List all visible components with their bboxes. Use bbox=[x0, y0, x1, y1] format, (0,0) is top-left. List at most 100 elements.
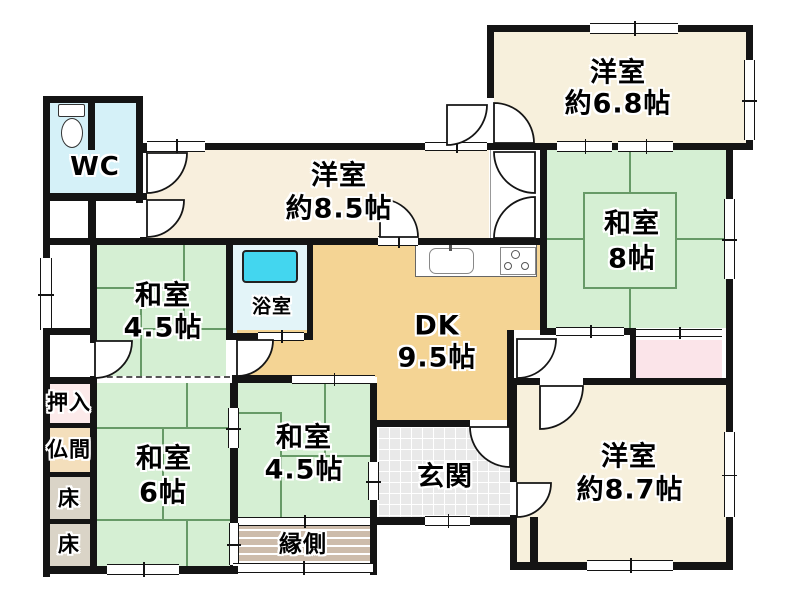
wall bbox=[510, 562, 587, 570]
label-engawa: 縁側 bbox=[279, 531, 327, 558]
door-arc bbox=[493, 102, 535, 144]
dashed-partition bbox=[97, 376, 230, 383]
wall bbox=[373, 517, 425, 525]
label-genkan: 玄関 bbox=[417, 461, 473, 493]
label-toko-lower: 床 bbox=[58, 532, 80, 557]
window bbox=[618, 139, 673, 154]
door-arc bbox=[516, 482, 552, 518]
wall bbox=[140, 143, 147, 153]
tatami-line bbox=[97, 519, 230, 521]
wall bbox=[746, 140, 753, 150]
tatami-line bbox=[162, 428, 164, 520]
label-yoshitsu-87-size: 約8.7帖 bbox=[576, 474, 684, 506]
wall bbox=[88, 201, 96, 241]
wall bbox=[726, 279, 733, 432]
cell-toko-upper bbox=[50, 477, 90, 519]
tatami-line bbox=[629, 150, 631, 194]
wall bbox=[50, 377, 97, 384]
tatami-line bbox=[186, 383, 188, 428]
wall bbox=[43, 566, 107, 574]
wall bbox=[140, 193, 147, 200]
door-arc bbox=[493, 151, 536, 194]
tatami-line bbox=[280, 412, 282, 517]
sliding-door bbox=[258, 330, 304, 343]
sliding-door bbox=[366, 462, 381, 500]
wall bbox=[90, 243, 97, 335]
tatami-line bbox=[140, 287, 142, 376]
tatami-line bbox=[677, 238, 726, 240]
stove-burner-icon bbox=[504, 262, 512, 270]
label-washitsu-6-size: 6帖 bbox=[139, 477, 187, 509]
wall bbox=[487, 143, 545, 150]
wall bbox=[545, 143, 557, 150]
label-washitsu-45l-size: 4.5帖 bbox=[264, 454, 344, 486]
door-arc bbox=[146, 152, 188, 194]
label-washitsu-45u-size: 4.5帖 bbox=[123, 312, 203, 344]
door-arc bbox=[516, 338, 557, 379]
wall bbox=[510, 378, 540, 385]
door-arc bbox=[94, 340, 133, 379]
label-washitsu-45u-name: 和室 bbox=[135, 280, 191, 312]
wall bbox=[530, 517, 538, 570]
wall bbox=[470, 517, 514, 525]
wall bbox=[50, 238, 378, 245]
door-arc bbox=[539, 385, 584, 430]
wall bbox=[540, 328, 556, 335]
wall bbox=[673, 143, 753, 150]
window bbox=[147, 139, 205, 154]
sliding-door bbox=[556, 325, 624, 338]
wall bbox=[510, 515, 517, 570]
label-yoshitsu-85-size: 約8.5帖 bbox=[285, 193, 393, 225]
cell-oshiire bbox=[50, 384, 90, 423]
window bbox=[233, 561, 373, 575]
door-arc bbox=[146, 199, 185, 238]
wall bbox=[726, 143, 733, 199]
wall bbox=[50, 519, 90, 524]
door-arc bbox=[379, 198, 419, 238]
label-wc: WC bbox=[70, 152, 120, 182]
tatami-line bbox=[547, 238, 583, 240]
wall bbox=[583, 378, 726, 385]
wall bbox=[746, 25, 753, 60]
wall bbox=[377, 420, 470, 427]
wall bbox=[90, 383, 97, 567]
door-arc bbox=[469, 426, 511, 468]
tatami-line bbox=[675, 192, 677, 287]
tatami-line bbox=[324, 383, 326, 457]
label-washitsu-6-name: 和室 bbox=[136, 443, 192, 475]
room-yoshitsu-85 bbox=[147, 150, 489, 238]
wall bbox=[140, 237, 147, 245]
tatami-line bbox=[186, 521, 188, 566]
window bbox=[722, 199, 737, 279]
label-yoshitsu-87-name: 洋室 bbox=[601, 441, 657, 473]
window bbox=[742, 60, 757, 140]
wall bbox=[726, 517, 733, 568]
tatami-line bbox=[238, 412, 282, 414]
door-arc bbox=[493, 196, 536, 239]
label-washitsu-8-size: 8帖 bbox=[608, 243, 656, 275]
window bbox=[590, 21, 678, 36]
stove-burner-icon bbox=[511, 250, 520, 259]
wall bbox=[230, 448, 238, 568]
wall bbox=[43, 328, 95, 335]
door-arc bbox=[446, 104, 488, 146]
kitchen-stove bbox=[500, 247, 536, 275]
wall bbox=[232, 375, 292, 383]
window bbox=[557, 139, 612, 154]
window bbox=[38, 258, 54, 330]
wall bbox=[205, 143, 425, 150]
window bbox=[722, 432, 737, 517]
toilet-tank-icon bbox=[58, 104, 85, 117]
cell-butsuma bbox=[50, 428, 90, 472]
wall bbox=[226, 238, 233, 340]
sliding-door bbox=[238, 515, 370, 528]
door-arc bbox=[236, 339, 274, 377]
wall bbox=[43, 201, 50, 258]
wall bbox=[510, 378, 517, 482]
label-yoshitsu-85-name: 洋室 bbox=[311, 160, 367, 192]
tatami-line bbox=[583, 192, 585, 287]
cell-toko-lower bbox=[50, 524, 90, 566]
wall bbox=[50, 423, 90, 428]
